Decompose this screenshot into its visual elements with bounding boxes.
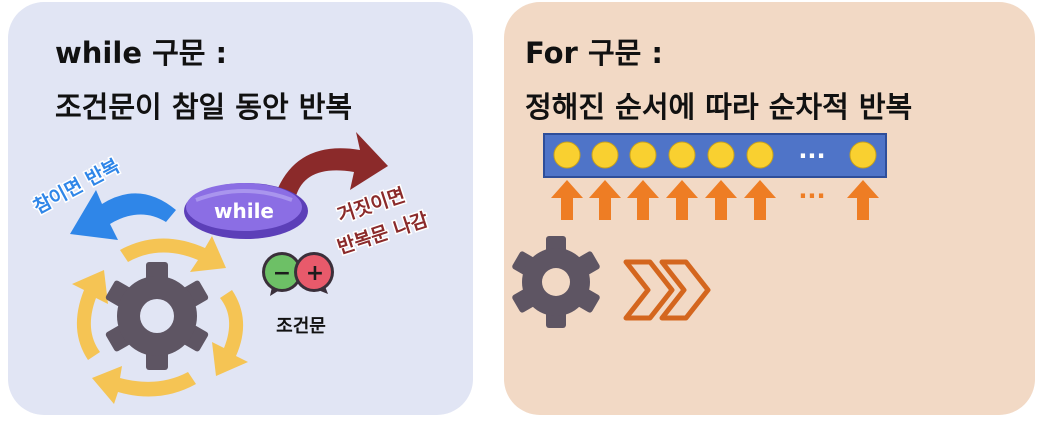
fast-forward-icon [623,259,711,321]
sequence-dot [668,141,696,169]
bubble-plus: + [306,261,324,286]
for-subtitle: 정해진 순서에 따라 순차적 반복 [525,90,913,124]
for-panel [504,2,1035,415]
up-arrow [666,180,698,220]
while-title: while 구문 : [55,36,228,70]
gear-icon [105,262,209,370]
up-arrow [627,180,659,220]
sequence-dot [707,141,735,169]
arrow-ellipsis: ··· [798,182,825,210]
cycle-arrows [72,236,248,404]
condition-label: 조건문 [276,316,326,337]
up-arrow [589,180,621,220]
sequence-dot [591,141,619,169]
cycle-arrow-bottom [92,366,196,404]
cycle-arrow-right [212,290,248,376]
false-exit-arrow [278,132,388,196]
sequence-dots [553,141,877,169]
orange-up-arrows [551,180,879,220]
up-arrow [705,180,737,220]
for-title: For 구문 : [525,36,664,70]
sequence-dot [629,141,657,169]
cycle-arrow-top [120,236,226,272]
condition-icon [262,252,334,296]
while-pill [184,183,308,239]
up-arrow [744,180,776,220]
true-repeat-arrow [70,190,176,240]
box-ellipsis: ··· [798,142,825,170]
cycle-arrow-left [72,270,108,360]
while-subtitle: 조건문이 참일 동안 반복 [55,90,353,124]
sequence-dot [746,141,774,169]
sequence-dot [553,141,581,169]
sequence-dot [849,141,877,169]
while-pill-label: while [214,199,274,223]
bubble-minus: − [273,261,291,286]
up-arrow [847,180,879,220]
up-arrow [551,180,583,220]
gear-icon [512,236,600,328]
